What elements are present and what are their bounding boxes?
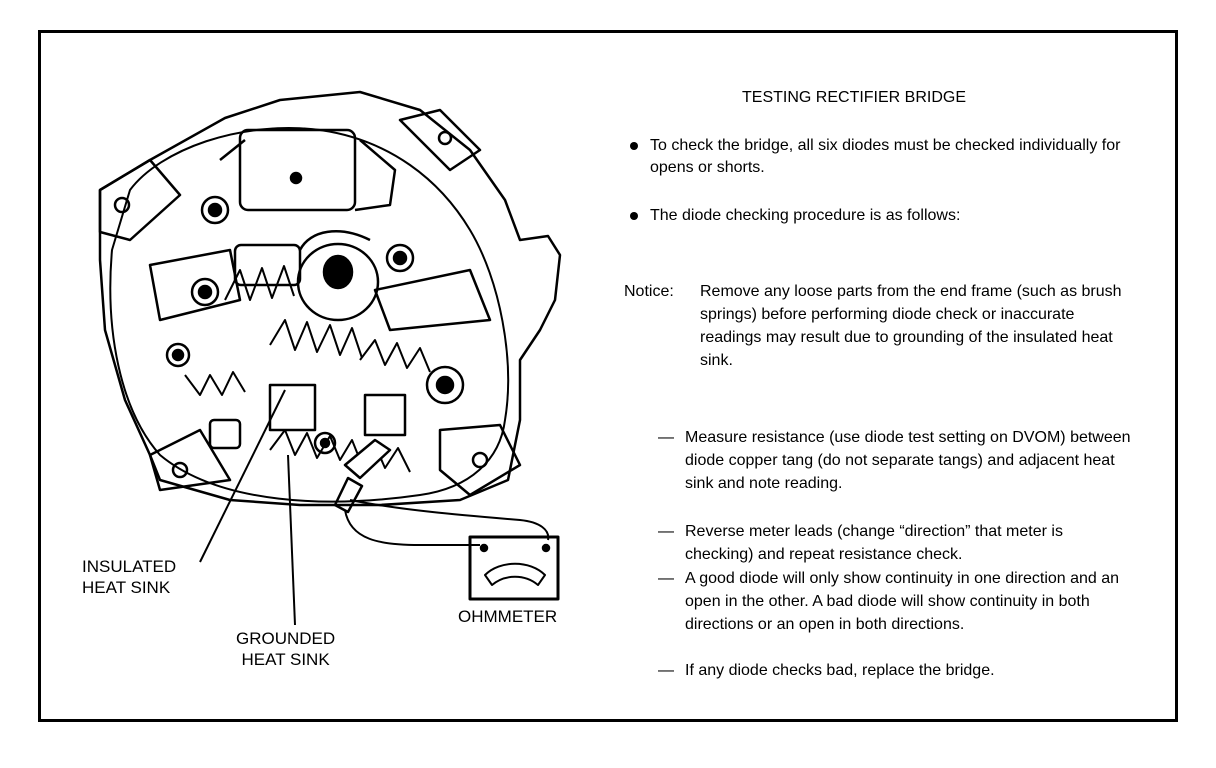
regulator xyxy=(238,128,357,212)
step-text: Reverse meter leads (change “direction” … xyxy=(685,523,1063,563)
bullet-text: To check the bridge, all six diodes must… xyxy=(650,137,1121,176)
step-text: A good diode will only show continuity i… xyxy=(685,570,1120,633)
grounded-heat-sink-fins xyxy=(269,339,431,473)
bullet-text: The diode checking procedure is as follo… xyxy=(650,207,961,224)
ohmmeter-box xyxy=(468,535,560,601)
leader-insulated xyxy=(199,389,286,563)
bullet-1: To check the bridge, all six diodes must… xyxy=(630,135,1130,179)
step-text: If any diode checks bad, replace the bri… xyxy=(685,662,995,679)
notice-body: Remove any loose parts from the end fram… xyxy=(700,283,1122,369)
mounting-ear-left xyxy=(98,158,182,242)
step-dash: — xyxy=(658,662,674,679)
page-title: TESTING RECTIFIER BRIDGE xyxy=(742,89,967,106)
mounting-ear-bottom-left xyxy=(148,428,232,492)
step-dash: — xyxy=(658,429,674,446)
figure-frame xyxy=(38,30,1178,722)
test-probe xyxy=(343,438,392,480)
mounting-ear-right xyxy=(438,423,522,497)
insulated-heat-sink-fins xyxy=(184,265,363,396)
label-insulated-heat-sink: INSULATED HEAT SINK xyxy=(82,557,177,597)
step-text: Measure resistance (use diode test setti… xyxy=(685,429,1131,492)
notice-head: Notice: xyxy=(624,283,674,300)
bullet-dot xyxy=(630,142,638,150)
bullet-2: The diode checking procedure is as follo… xyxy=(630,205,1130,227)
label-grounded-heat-sink: GROUNDED HEAT SINK xyxy=(236,629,336,669)
leader-grounded xyxy=(287,454,296,626)
bullet-dot xyxy=(630,212,638,220)
label-ohmmeter: OHMMETER xyxy=(458,607,558,626)
step-dash: — xyxy=(658,570,674,587)
ohmmeter-lead xyxy=(344,509,480,547)
step-dash: — xyxy=(658,523,674,540)
